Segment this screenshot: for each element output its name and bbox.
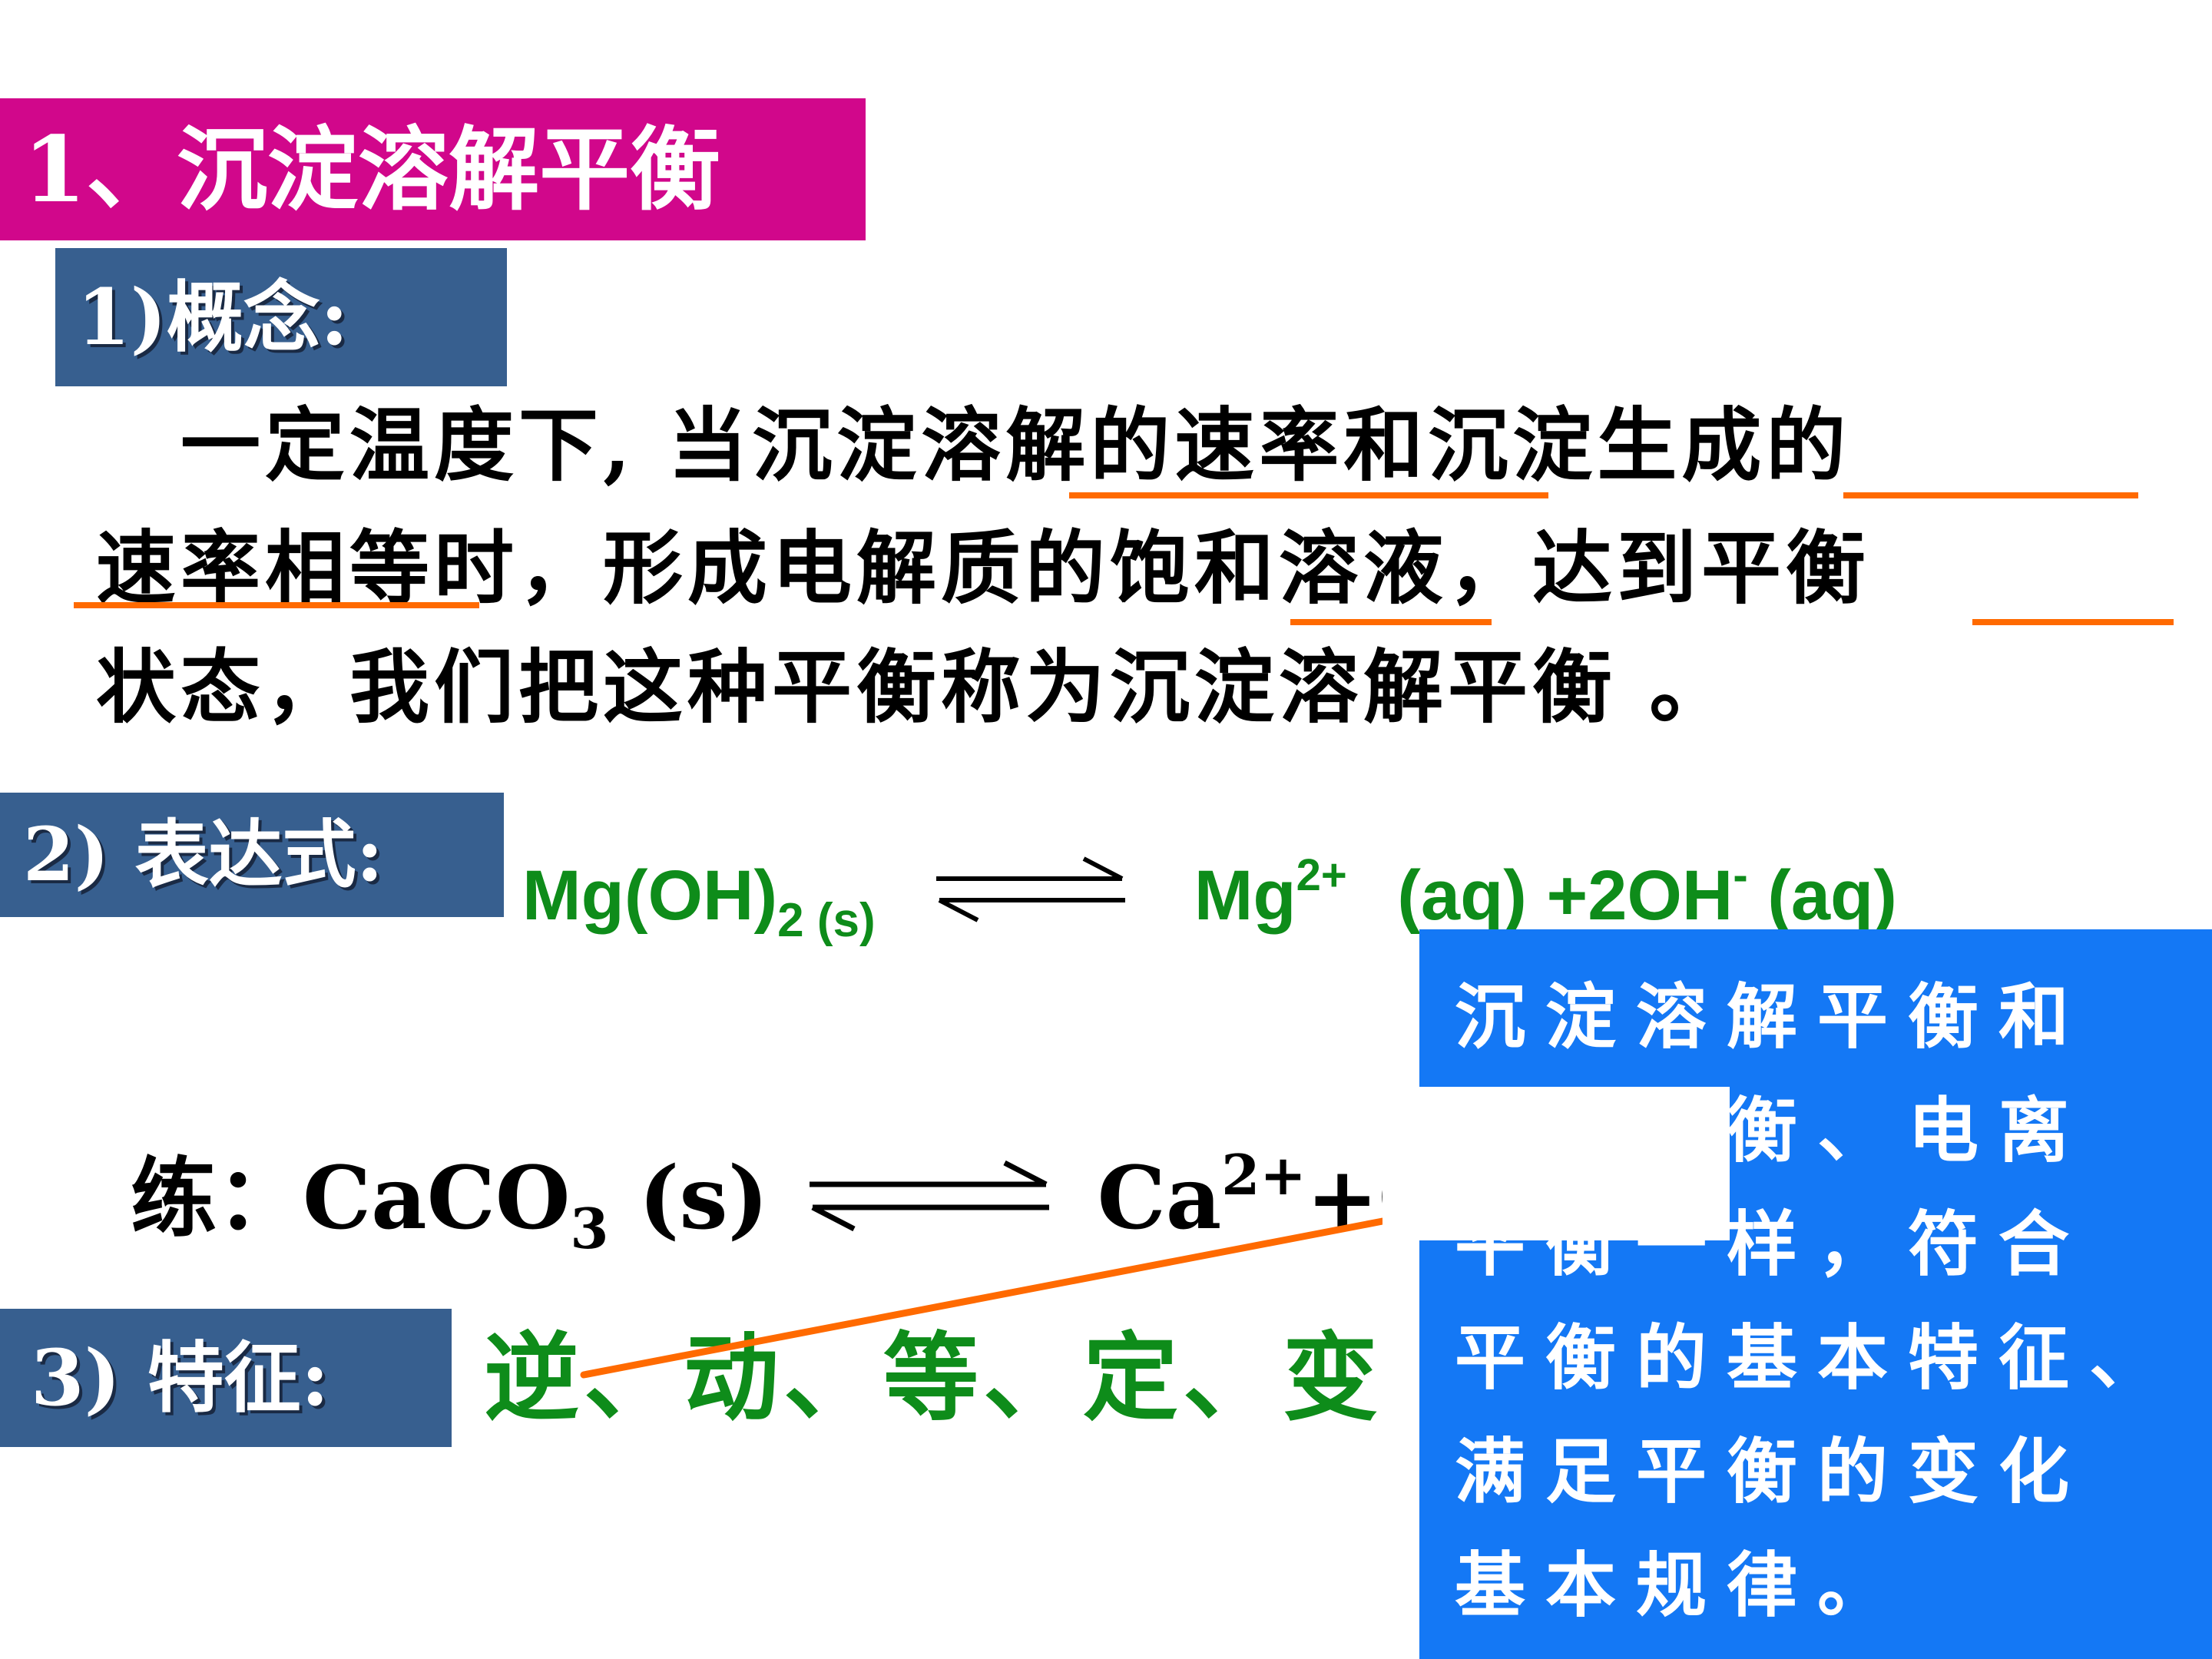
eq1-reactant-sub: 2 (s) xyxy=(777,894,876,947)
underline-dissolve-rate xyxy=(1069,492,1548,498)
equilibrium-arrow-icon xyxy=(933,839,1128,962)
features-label: 3) 特征: xyxy=(0,1309,452,1447)
concept-line-2: 速率相等时，形成电解质的饱和溶液，达到平衡 xyxy=(96,521,1871,615)
underline-saturated xyxy=(1290,619,1492,625)
white-cover-block xyxy=(1382,1087,1730,1240)
features-list: 逆、动、等、定、变 xyxy=(484,1323,1383,1434)
practice-product1: Ca xyxy=(1097,1148,1222,1249)
concept-label: 1)概念: xyxy=(55,248,507,386)
summary-note-box: 沉淀溶解平衡和 化学平衡、电离 平衡一样，符合 平衡的基本特征、 满足平衡的变化… xyxy=(1419,929,2212,1659)
practice-reactant: CaCO xyxy=(303,1148,571,1249)
note-line-5: 满足平衡的变化 xyxy=(1455,1430,2090,1513)
note-line-6: 基本规律。 xyxy=(1455,1544,1909,1627)
practice-reactant-sub: 3 xyxy=(570,1196,609,1261)
slide-title: 1、沉淀溶解平衡 xyxy=(0,98,866,240)
mgoh2-equation: Mg(OH)2 (s) Mg2+ (aq) +2OH- (aq) xyxy=(522,814,1897,982)
practice-prefix: 练： xyxy=(131,1148,303,1249)
practice-equilibrium-arrow-icon xyxy=(806,1137,1052,1275)
eq1-product1: Mg xyxy=(1194,856,1296,935)
practice-reactant-state: (s) xyxy=(638,1148,769,1249)
eq1-reactant: Mg(OH) xyxy=(522,856,778,935)
eq1-product2-state: (aq) xyxy=(1767,856,1897,935)
eq1-product1-state: (aq) +2OH xyxy=(1397,856,1734,935)
expression-label: 2) 表达式: xyxy=(0,793,504,917)
underline-form xyxy=(1843,492,2138,498)
eq1-product1-sup: 2+ xyxy=(1296,850,1347,900)
underline-equal-rate xyxy=(74,602,479,608)
concept-line-3: 状态，我们把这种平衡称为沉淀溶解平衡 。 xyxy=(96,640,1734,734)
note-line-4: 平衡的基本特征、 xyxy=(1455,1316,2181,1399)
caco3-practice-equation: 练：CaCO3 (s) Ca2++CO32- xyxy=(131,1106,1595,1298)
concept-line-1: 一定温度下, 当沉淀溶解的速率和沉淀生成的 xyxy=(180,398,1851,492)
practice-product1-sup: 2+ xyxy=(1221,1142,1306,1207)
eq1-product2-sup: - xyxy=(1733,850,1748,900)
note-line-1: 沉淀溶解平衡和 xyxy=(1455,975,2090,1058)
underline-equilibrium xyxy=(1972,619,2174,625)
